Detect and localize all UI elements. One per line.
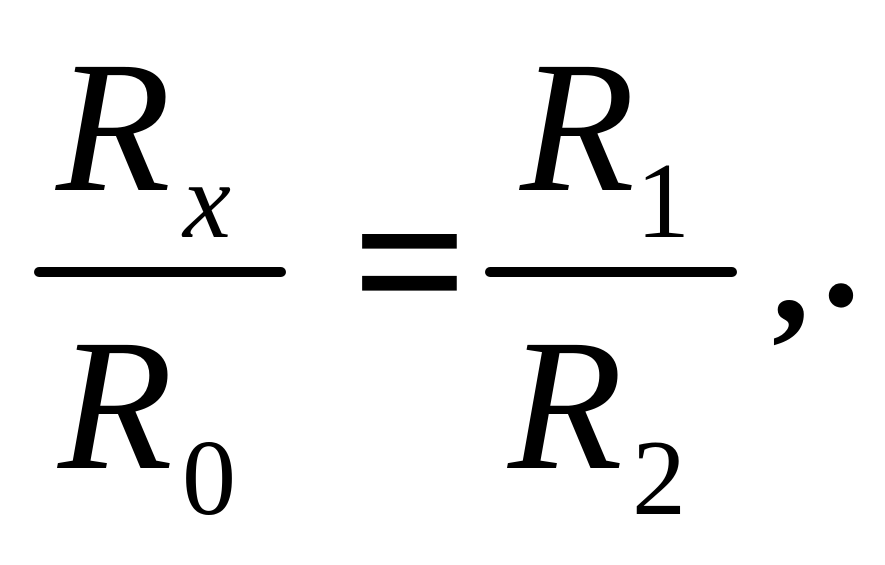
right-numerator-subscript: 1 xyxy=(636,142,690,261)
right-numerator-symbol: R xyxy=(518,22,635,231)
equals-sign: = xyxy=(352,146,468,378)
right-fraction: R 1 R 2 xyxy=(485,22,737,538)
comma: , xyxy=(772,189,810,355)
right-fraction-bar xyxy=(485,267,737,277)
right-denominator-subscript: 2 xyxy=(632,419,686,538)
right-denominator-symbol: R xyxy=(506,300,623,509)
left-denominator-subscript: 0 xyxy=(182,419,236,538)
left-fraction: R x R 0 xyxy=(34,22,286,538)
left-denominator-symbol: R xyxy=(56,300,173,509)
left-fraction-bar xyxy=(34,267,286,277)
left-numerator-subscript: x xyxy=(181,142,231,261)
left-numerator-symbol: R xyxy=(54,22,171,231)
middle-dot: · xyxy=(816,212,866,378)
